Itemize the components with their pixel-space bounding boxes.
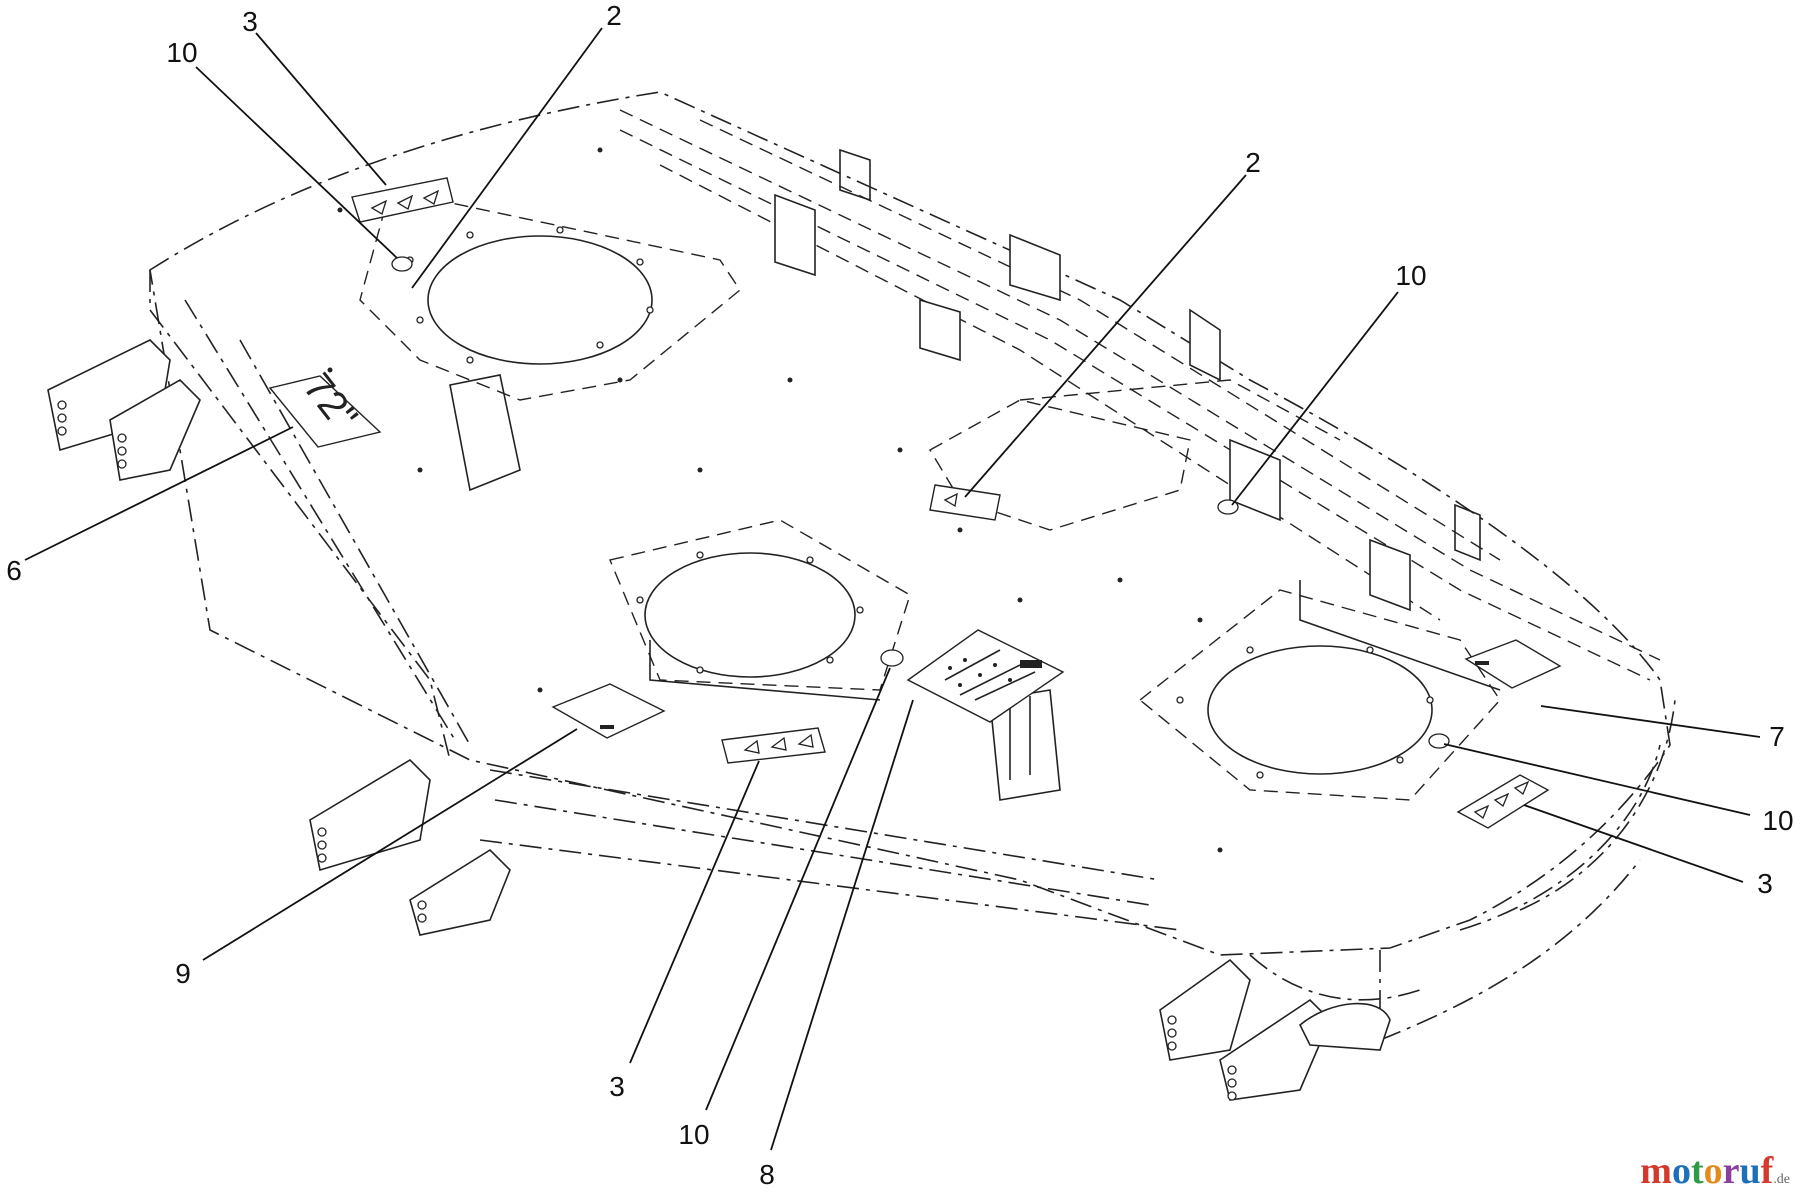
- leader-10-right: [1443, 743, 1751, 816]
- callout-10-lower: 10: [678, 1119, 709, 1150]
- callout-10-right-upper: 10: [1395, 260, 1426, 291]
- callout-6: 6: [6, 555, 22, 586]
- leader-8: [770, 699, 914, 1151]
- leader-6: [24, 426, 294, 561]
- watermark-letter: r: [1722, 1150, 1740, 1192]
- callout-3-upper: 3: [242, 6, 258, 37]
- leader-3-upper: [255, 32, 387, 186]
- watermark-text: motoruf: [1640, 1150, 1773, 1192]
- callout-9: 9: [175, 958, 191, 989]
- watermark-logo: motoruf.de: [1640, 1149, 1790, 1193]
- callout-3-lower: 3: [609, 1071, 625, 1102]
- watermark-letter: u: [1739, 1150, 1761, 1192]
- decal-blank-right: [1464, 639, 1562, 689]
- right-spindle-plate: [1138, 580, 1501, 801]
- callout-3-right: 3: [1757, 868, 1773, 899]
- watermark-letter: f: [1760, 1150, 1774, 1192]
- decal-72-inch: 72": [268, 365, 382, 448]
- left-hinge-arms: [47, 339, 511, 936]
- left-spindle-plate: [359, 189, 741, 401]
- hole-plug-center: [880, 649, 904, 667]
- decal-arrows-upper-left: [351, 177, 454, 223]
- callout-10-right: 10: [1762, 805, 1793, 836]
- decal-arrows-lower-center: [721, 727, 826, 764]
- deck-outline: [149, 91, 1676, 1041]
- hole-plug-right: [1428, 733, 1450, 749]
- watermark-letter: t: [1690, 1150, 1704, 1192]
- center-spindle-plate: [609, 519, 911, 701]
- leader-9: [202, 728, 578, 961]
- callout-7: 7: [1769, 721, 1785, 752]
- leader-2-upper: [411, 27, 603, 289]
- leader-10-right-upper: [1231, 291, 1399, 506]
- watermark-domain: .de: [1773, 1172, 1790, 1187]
- leader-10-lower: [705, 667, 891, 1111]
- callout-10-upper: 10: [166, 37, 197, 68]
- callout-labels: 3 10 2 2 10 6 7 10 3 9 3 10 8: [6, 0, 1793, 1190]
- decal-blank-center-left: [551, 683, 666, 739]
- watermark-letter: o: [1671, 1150, 1691, 1192]
- leader-10-upper: [195, 66, 398, 259]
- leader-2-center: [964, 174, 1247, 498]
- decal-small-center-tab: [929, 484, 1001, 521]
- leader-3-lower: [629, 760, 760, 1064]
- leader-7: [1540, 705, 1761, 738]
- right-hinge-arms: [1159, 958, 1391, 1101]
- deck-center-section: [327, 147, 1341, 853]
- decal-operation-center: [906, 629, 1065, 723]
- watermark-letter: o: [1703, 1150, 1723, 1192]
- callout-2-upper: 2: [606, 0, 622, 31]
- callout-2-center: 2: [1245, 147, 1261, 178]
- leader-lines: [24, 27, 1761, 1151]
- watermark-letter: m: [1640, 1150, 1672, 1192]
- callout-8: 8: [759, 1159, 775, 1190]
- leader-3-right: [1523, 804, 1744, 883]
- decal-arrows-right: [1456, 774, 1550, 829]
- decal-operation-pictogram: [944, 649, 1042, 701]
- hole-plug-upper-left: [391, 256, 413, 272]
- deck-mounts: [449, 193, 1411, 801]
